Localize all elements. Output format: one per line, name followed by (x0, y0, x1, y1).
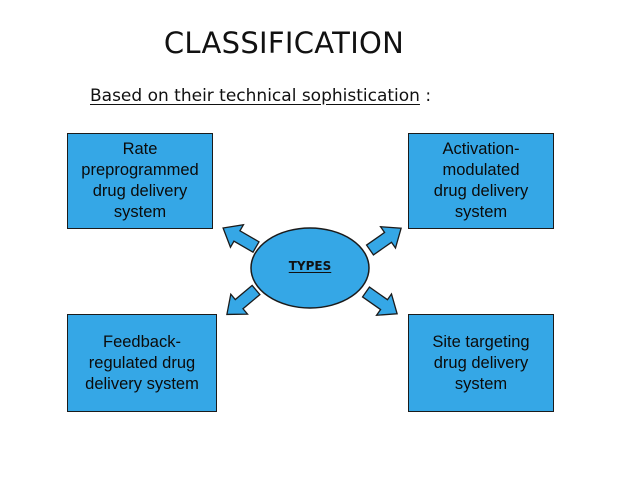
slide-title: CLASSIFICATION (163, 26, 405, 60)
types-label: TYPES (288, 259, 332, 273)
arrow-up-right (361, 216, 410, 262)
box-feedback-regulated-label: Feedback- regulated drug delivery system (85, 332, 199, 393)
types-ellipse (250, 227, 370, 309)
subtitle-text: Based on their technical sophistication (90, 86, 420, 106)
box-activation-modulated: Activation- modulated drug delivery syst… (408, 133, 554, 229)
subtitle-colon: : (419, 86, 432, 106)
box-rate-preprogrammed-label: Rate preprogrammed drug delivery system (81, 140, 199, 221)
box-feedback-regulated: Feedback- regulated drug delivery system (67, 314, 217, 412)
box-site-targeting-label: Site targeting drug delivery system (432, 332, 530, 393)
box-site-targeting: Site targeting drug delivery system (408, 314, 554, 412)
box-activation-modulated-label: Activation- modulated drug delivery syst… (433, 140, 529, 221)
box-rate-preprogrammed: Rate preprogrammed drug delivery system (67, 133, 213, 229)
arrow-down-right (357, 280, 406, 326)
slide-subtitle: Based on their technical sophistication … (90, 86, 431, 106)
